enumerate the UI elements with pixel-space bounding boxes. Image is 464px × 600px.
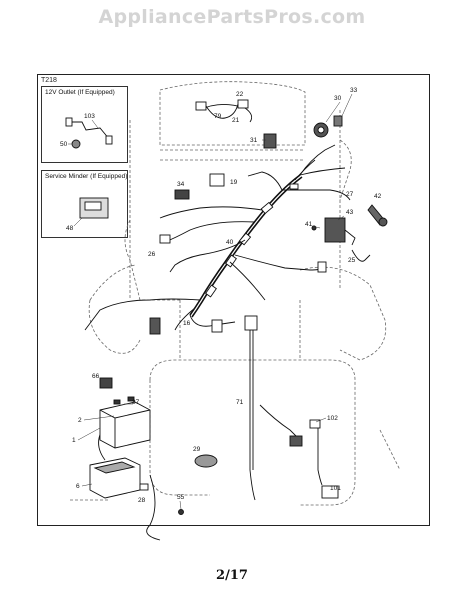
callout-48: 48: [66, 225, 74, 232]
callout-16: 16: [183, 320, 191, 327]
callout-55: 55: [177, 494, 185, 501]
callout-22: 22: [236, 91, 244, 98]
callout-103: 103: [84, 113, 95, 120]
callout-101: 101: [330, 485, 341, 492]
page-number: 2/17: [216, 568, 248, 583]
callout-6: 6: [76, 483, 80, 490]
callout-30: 30: [334, 95, 342, 102]
leader-lines: [68, 93, 353, 510]
chassis-outline: [70, 81, 401, 506]
harness-connectors: [205, 183, 299, 298]
callout-79: 79: [214, 113, 222, 120]
callout-27: 27: [346, 191, 354, 198]
callout-31: 31: [250, 137, 258, 144]
callouts: 22 79 21 30 33 31 103 50 48 34 19 27 42 …: [60, 87, 382, 504]
outlet-inset: 12V Outlet (If Equipped): [41, 86, 128, 163]
callout-33: 33: [350, 87, 358, 94]
callout-21: 21: [232, 117, 240, 124]
diagram-code: T218: [41, 77, 57, 84]
minder-inset-title: Service Minder (If Equipped): [45, 173, 128, 180]
callout-29: 29: [193, 446, 201, 453]
callout-25: 25: [348, 257, 356, 264]
callout-43: 43: [346, 209, 354, 216]
callout-34: 34: [177, 181, 185, 188]
callout-71: 71: [236, 399, 244, 406]
callout-41: 41: [305, 221, 313, 228]
main-harness: [189, 174, 303, 318]
watermark: AppliancePartsPros.com: [98, 6, 366, 28]
callout-26: 26: [148, 251, 156, 258]
callout-19: 19: [230, 179, 238, 186]
callout-28: 28: [138, 497, 146, 504]
callout-42: 42: [374, 193, 382, 200]
callout-37: 37: [132, 399, 140, 406]
diagram-frame: [37, 74, 430, 526]
callout-40: 40: [226, 239, 234, 246]
callout-66: 66: [92, 373, 100, 380]
callout-2: 2: [78, 417, 82, 424]
callout-50: 50: [60, 141, 68, 148]
callout-102: 102: [327, 415, 338, 422]
outlet-inset-title: 12V Outlet (If Equipped): [45, 89, 115, 96]
callout-1: 1: [72, 437, 76, 444]
components: [65, 99, 388, 515]
